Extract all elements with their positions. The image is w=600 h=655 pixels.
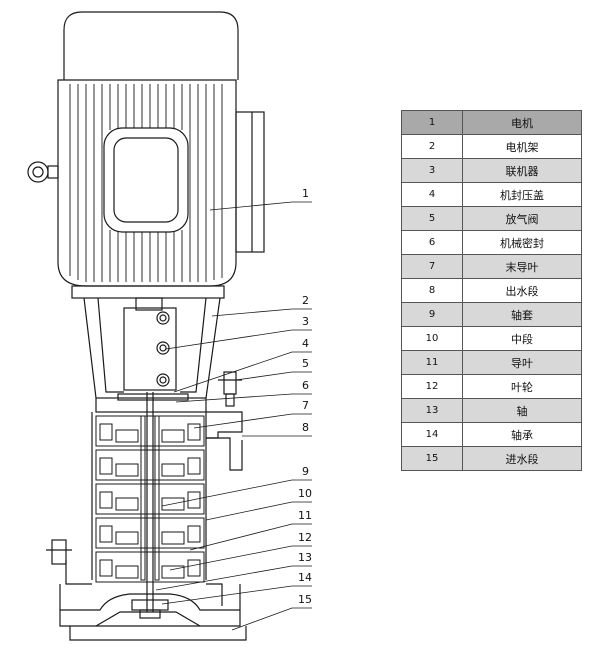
motor-stand — [83, 297, 221, 399]
part-number: 11 — [401, 350, 463, 375]
part-name: 叶轮 — [462, 374, 582, 399]
part-name: 轴承 — [462, 422, 582, 447]
part-number: 15 — [401, 446, 463, 471]
callout-1: 1 — [302, 187, 309, 200]
callout-9: 9 — [302, 465, 309, 478]
part-number: 14 — [401, 422, 463, 447]
callout-7: 7 — [302, 399, 309, 412]
part-number: 12 — [401, 374, 463, 399]
callout-numbers: 1 2 3 4 5 6 7 8 9 10 11 12 13 14 15 — [298, 187, 312, 606]
callout-13: 13 — [298, 551, 312, 564]
part-number: 6 — [401, 230, 463, 255]
part-name: 电机 — [462, 110, 582, 135]
part-number: 1 — [401, 110, 463, 135]
pump-stages — [95, 415, 205, 583]
part-name: 导叶 — [462, 350, 582, 375]
leader-lines — [155, 201, 312, 631]
lifting-eye — [27, 161, 49, 183]
part-name: 轴套 — [462, 302, 582, 327]
callout-5: 5 — [302, 357, 309, 370]
part-name: 出水段 — [462, 278, 582, 303]
inlet-section — [46, 539, 247, 641]
part-name: 机封压盖 — [462, 182, 582, 207]
terminal-box — [103, 127, 189, 233]
callout-6: 6 — [302, 379, 309, 392]
part-name: 联机器 — [462, 158, 582, 183]
seal-gland — [95, 397, 207, 413]
motor-cooling-fins — [69, 84, 223, 282]
callout-15: 15 — [298, 593, 312, 606]
part-name: 电机架 — [462, 134, 582, 159]
part-number: 13 — [401, 398, 463, 423]
part-name: 中段 — [462, 326, 582, 351]
callout-4: 4 — [302, 337, 309, 350]
callout-8: 8 — [302, 421, 309, 434]
callout-14: 14 — [298, 571, 312, 584]
part-number: 7 — [401, 254, 463, 279]
part-number: 4 — [401, 182, 463, 207]
part-number: 9 — [401, 302, 463, 327]
callout-11: 11 — [298, 509, 312, 522]
motor-fan-cover — [63, 11, 239, 80]
part-name: 进水段 — [462, 446, 582, 471]
lifting-eye-hole — [32, 166, 44, 178]
part-name: 末导叶 — [462, 254, 582, 279]
part-number: 5 — [401, 206, 463, 231]
air-vent-valve — [218, 371, 242, 407]
part-name: 轴 — [462, 398, 582, 423]
callout-2: 2 — [302, 294, 309, 307]
part-name: 放气阀 — [462, 206, 582, 231]
callout-3: 3 — [302, 315, 309, 328]
part-number: 10 — [401, 326, 463, 351]
stand-window — [123, 307, 177, 391]
part-number: 8 — [401, 278, 463, 303]
lifting-eye-boss — [47, 165, 59, 179]
motor-side-plate — [235, 111, 265, 253]
part-number: 2 — [401, 134, 463, 159]
coupling-block — [135, 297, 163, 311]
callout-12: 12 — [298, 531, 312, 544]
motor-flange — [71, 285, 225, 299]
callout-10: 10 — [298, 487, 312, 500]
outlet-section — [206, 411, 243, 439]
part-number: 3 — [401, 158, 463, 183]
terminal-box-inner — [113, 137, 179, 223]
part-name: 机械密封 — [462, 230, 582, 255]
